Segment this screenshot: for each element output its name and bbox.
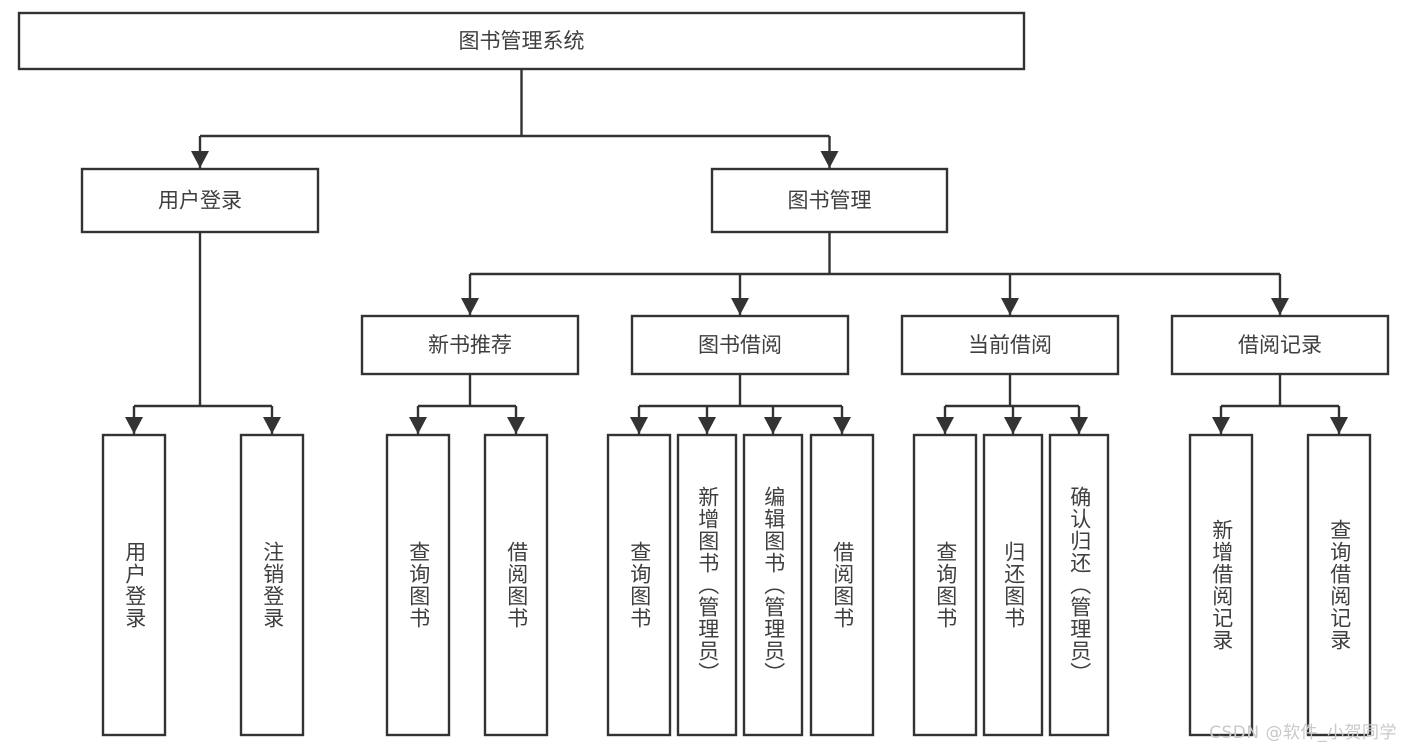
arrow-head-icon xyxy=(191,151,209,168)
node-box-leaf-10 xyxy=(1048,433,1110,737)
arrow-head-icon xyxy=(630,417,648,434)
arrow-head-icon xyxy=(731,298,749,315)
node-box-leaf-12 xyxy=(1306,433,1372,737)
node-label-level3-3: 借阅记录 xyxy=(1238,333,1322,357)
arrow-head-icon xyxy=(263,417,281,434)
arrow-head-icon xyxy=(1070,417,1088,434)
node-label-level3-2: 当前借阅 xyxy=(968,333,1052,357)
arrow-head-icon xyxy=(820,151,839,168)
node-label-level2-0: 用户登录 xyxy=(158,189,242,213)
node-box-leaf-1 xyxy=(239,433,305,737)
node-box-leaf-2 xyxy=(385,433,451,737)
node-box-layer xyxy=(17,11,1390,737)
node-box-level3-0 xyxy=(360,314,580,376)
node-box-leaf-0 xyxy=(101,433,167,737)
arrow-head-icon xyxy=(1004,417,1022,434)
arrow-head-icon xyxy=(1001,298,1019,315)
node-box-level3-2 xyxy=(900,314,1120,376)
node-box-leaf-6 xyxy=(742,433,804,737)
node-label-root: 图书管理系统 xyxy=(459,29,585,53)
node-box-level2-0 xyxy=(80,167,320,234)
node-label-level3-1: 图书借阅 xyxy=(698,333,782,357)
node-label-level2-1: 图书管理 xyxy=(788,189,872,213)
node-box-level3-1 xyxy=(630,314,850,376)
node-box-leaf-8 xyxy=(912,433,978,737)
node-box-leaf-5 xyxy=(676,433,738,737)
node-box-root xyxy=(17,11,1026,71)
arrow-head-icon xyxy=(1212,417,1230,434)
node-box-level2-1 xyxy=(710,167,949,234)
node-box-leaf-3 xyxy=(483,433,549,737)
node-box-leaf-7 xyxy=(809,433,875,737)
arrow-head-icon xyxy=(764,417,782,434)
node-box-level3-3 xyxy=(1170,314,1390,376)
node-label-level3-0: 新书推荐 xyxy=(428,333,512,357)
node-box-leaf-4 xyxy=(606,433,672,737)
arrow-head-icon xyxy=(936,417,954,434)
arrow-head-icon xyxy=(1330,417,1348,434)
arrow-head-icon xyxy=(409,417,427,434)
arrow-head-icon xyxy=(833,417,851,434)
arrow-head-icon xyxy=(125,417,143,434)
arrow-head-icon xyxy=(507,417,525,434)
node-box-leaf-9 xyxy=(982,433,1044,737)
node-box-leaf-11 xyxy=(1188,433,1254,737)
arrow-head-icon xyxy=(461,298,479,315)
arrow-head-icon xyxy=(1271,298,1289,315)
connector-layer xyxy=(125,69,1348,434)
arrow-head-icon xyxy=(698,417,716,434)
